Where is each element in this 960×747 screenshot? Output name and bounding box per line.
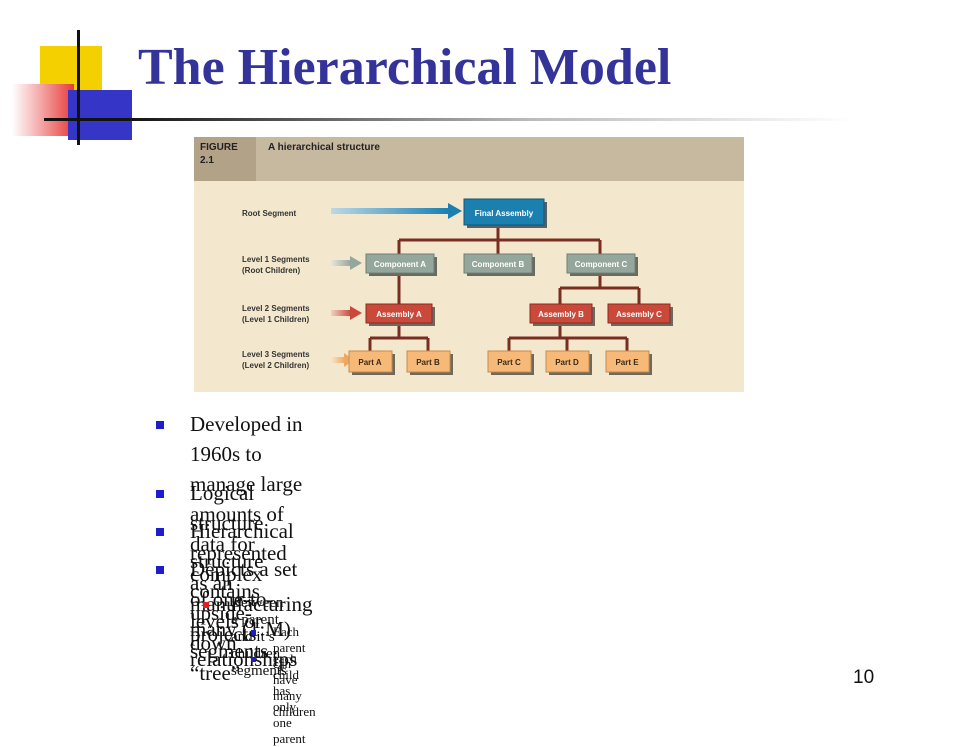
level-label-line: Level 2 Segments (242, 304, 310, 313)
node-label: Part C (497, 358, 521, 367)
level-label-3: Level 3 Segments (Level 2 Children) (242, 349, 310, 371)
node-assembly-b: Assembly B (529, 303, 595, 326)
node-assembly-c: Assembly C (607, 303, 673, 326)
level1-arrow (331, 256, 362, 270)
node-component-c: Component C (566, 253, 638, 276)
page-number: 10 (853, 667, 875, 688)
node-part-d: Part D (545, 350, 592, 375)
node-label: Component C (575, 260, 628, 269)
node-part-e: Part E (605, 350, 652, 375)
level-label-line: (Root Children) (242, 266, 301, 275)
tree-diagram: Final Assembly Component A Component B C… (331, 198, 673, 375)
decorative-vertical-line (77, 30, 80, 145)
root-arrow (331, 203, 462, 219)
tree-connectors (368, 225, 641, 351)
figure-caption: A hierarchical structure (268, 142, 380, 153)
bullet-4: Depicts a set of one-to-many (1:M) relat… (190, 557, 298, 671)
sub-bullet: Between a parent and it’s children segme… (231, 595, 287, 679)
node-label: Assembly B (538, 310, 584, 319)
node-label: Component A (374, 260, 426, 269)
node-component-b: Component B (463, 253, 535, 276)
sub-sub-bullet-2: each child has only one parent (273, 651, 306, 746)
level2-arrow (331, 306, 362, 320)
figure-header (194, 137, 744, 181)
bullet-3: Hierarchical structure contains levels o… (190, 519, 294, 663)
decorative-red-square (12, 84, 74, 136)
level-label-line: (Level 1 Children) (242, 315, 310, 324)
node-part-b: Part B (406, 350, 453, 375)
sub-sub-bullet-marker (251, 657, 256, 662)
slide-title: The Hierarchical Model (138, 39, 672, 96)
node-part-c: Part C (487, 350, 534, 375)
bullet-text: manufacturing projects (190, 592, 313, 646)
node-label: Final Assembly (475, 209, 534, 218)
node-part-a: Part A (348, 350, 395, 375)
node-final-assembly: Final Assembly (463, 198, 547, 228)
figure-label: FIGURE (200, 142, 238, 153)
node-label: Component B (472, 260, 525, 269)
level-label-1: Level 1 Segments (Root Children) (242, 254, 310, 276)
level-label-line: Level 3 Segments (242, 350, 310, 359)
bullet-2: Logical structure represented as an upsi… (190, 481, 287, 685)
level-label-line: (Level 2 Children) (242, 361, 310, 370)
node-label: Part B (416, 358, 440, 367)
node-assembly-a: Assembly A (365, 303, 435, 326)
bullet-marker (156, 528, 164, 536)
bullet-marker (156, 490, 164, 498)
figure-number: 2.1 (200, 155, 214, 166)
bullet-1: Developed in 1960s to manage large amoun… (190, 409, 312, 649)
level-label-line: Root Segment (242, 209, 297, 218)
node-component-a: Component A (365, 253, 437, 276)
node-label: Assembly A (376, 310, 422, 319)
node-label: Part A (358, 358, 381, 367)
bullet-marker (156, 421, 164, 429)
node-label: Part D (555, 358, 579, 367)
figure-number-box (194, 137, 256, 181)
sub-bullet-marker (203, 602, 209, 608)
sub-sub-bullet-1: Each parent can have many children (273, 624, 316, 719)
level-label-2: Level 2 Segments (Level 1 Children) (242, 303, 310, 325)
bullet-marker (156, 566, 164, 574)
node-label: Part E (615, 358, 639, 367)
node-label: Assembly C (616, 310, 662, 319)
level-label-line: Level 1 Segments (242, 255, 310, 264)
bullet-text: Developed in 1960s to manage large amoun… (190, 412, 303, 586)
hierarchical-structure-figure: FIGURE 2.1 A hierarchical structure Root… (194, 137, 744, 392)
sub-sub-bullet-marker (251, 630, 256, 635)
title-underline (44, 118, 854, 121)
level-label-root: Root Segment (242, 208, 296, 219)
